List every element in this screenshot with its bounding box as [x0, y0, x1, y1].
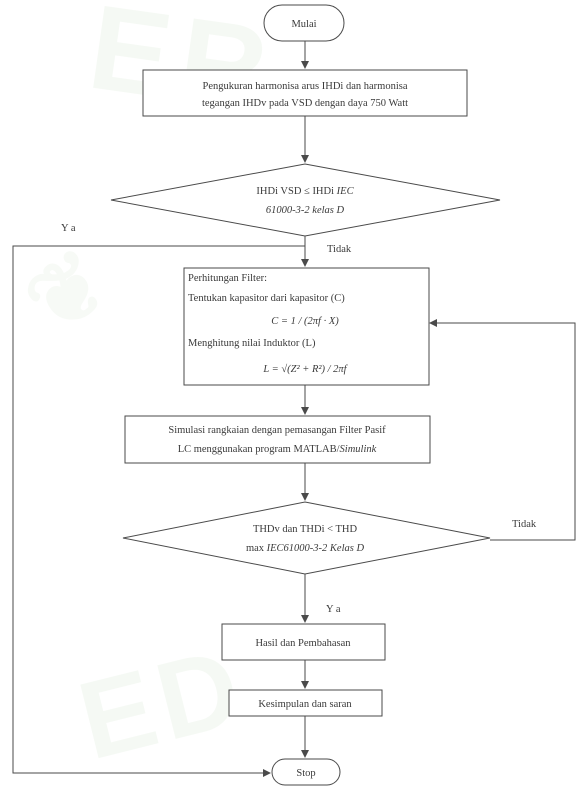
thd-decision-line2: max IEC61000-3-2 Kelas D: [246, 543, 365, 554]
thd-decision-line2-italic: IEC61000-3-2 Kelas D: [266, 543, 365, 554]
start-terminal: [263, 4, 345, 42]
filter-calculation-box: [183, 267, 430, 386]
thd-decision-line2-prefix: max: [246, 543, 265, 554]
ihdi-decision-line1: IHDi VSD ≤ IHDi IEC: [256, 186, 354, 197]
filter-inductor-line: Menghitung nilai Induktor (L): [188, 338, 316, 349]
connector-yes-to-stop: [12, 245, 305, 777]
conclusion-process-box: [228, 689, 383, 717]
simulation-text-line2: LC menggunakan program MATLAB/Simulink: [178, 444, 377, 455]
no-label-1: Tidak: [327, 244, 352, 255]
yes-label-2: Y a: [326, 604, 341, 615]
filter-capacitor-formula: C = 1 / (2πf · X): [271, 316, 339, 327]
filter-inductor-formula: L = √(Z² + R²) / 2πf: [262, 363, 348, 375]
simulation-process-box: [124, 415, 431, 464]
measurement-text-line2: tegangan IHDv pada VSD dengan daya 750 W…: [202, 98, 408, 109]
simulation-text-line2-italic: Simulink: [340, 444, 377, 455]
ihdi-decision-line2: 61000-3-2 kelas D: [266, 205, 345, 216]
filter-title: Perhitungan Filter:: [188, 273, 267, 284]
simulation-text-line2-plain: LC menggunakan program MATLAB/: [178, 444, 340, 455]
simulation-text-line1: Simulasi rangkaian dengan pemasangan Fil…: [168, 425, 386, 436]
thd-decision-line1: THDv dan THDi < THD: [253, 524, 358, 535]
results-process-box: [221, 623, 386, 661]
yes-label-1: Y a: [61, 223, 76, 234]
thd-decision-diamond: [122, 501, 491, 575]
ihdi-decision-diamond: [110, 163, 501, 237]
conclusion-label: Kesimpulan dan saran: [258, 699, 352, 710]
no-label-2: Tidak: [512, 519, 537, 530]
ihdi-decision-line1-text: IHDi VSD ≤ IHDi: [256, 186, 334, 197]
measurement-process-box: [142, 69, 468, 117]
stop-terminal: [271, 758, 341, 786]
measurement-text-line1: Pengukuran harmonisa arus IHDi dan harmo…: [203, 81, 408, 92]
ihdi-decision-line1-italic: IEC: [336, 186, 355, 197]
stop-label: Stop: [296, 768, 315, 779]
connector-no-to-filter: [429, 319, 576, 541]
start-label: Mulai: [291, 19, 316, 30]
filter-capacitor-line: Tentukan kapasitor dari kapasitor (C): [188, 293, 345, 304]
results-label: Hasil dan Pembahasan: [255, 638, 351, 649]
